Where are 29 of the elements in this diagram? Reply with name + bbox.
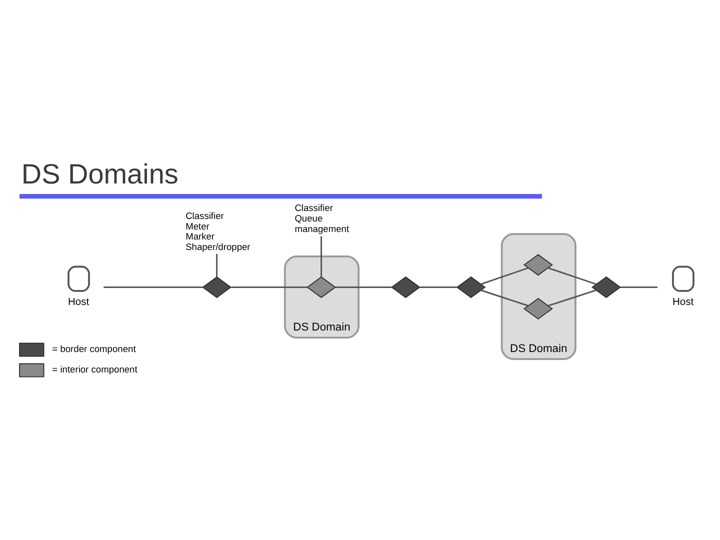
cluster: DS Domain xyxy=(500,233,576,360)
connector xyxy=(335,286,392,288)
node-label: Host xyxy=(672,296,694,308)
connector xyxy=(548,267,596,285)
legend-label: = border component xyxy=(52,344,136,354)
node-box xyxy=(672,266,694,292)
node-box xyxy=(68,266,90,292)
node-diamond xyxy=(523,298,553,320)
diagram-title: DS Domains xyxy=(21,158,178,190)
connector xyxy=(620,286,658,288)
connector xyxy=(231,286,308,288)
connector xyxy=(480,267,528,285)
node-text: Classifier Meter Marker Shaper/dropper xyxy=(186,211,250,252)
connector xyxy=(548,290,596,306)
legend-label: = interior component xyxy=(52,364,138,375)
node-label: Host xyxy=(68,296,90,308)
node-diamond xyxy=(456,276,486,298)
node-diamond xyxy=(202,276,232,298)
connector xyxy=(420,286,457,288)
cluster: DS Domain xyxy=(284,256,360,339)
connector xyxy=(104,286,203,288)
node-diamond xyxy=(591,276,622,298)
connector xyxy=(216,254,218,277)
node-diamond xyxy=(306,276,336,298)
node-diamond xyxy=(523,254,553,276)
node-text: Classifier Queue management xyxy=(294,203,350,234)
node-diamond xyxy=(390,276,420,298)
connector xyxy=(480,290,528,306)
connector xyxy=(320,236,322,277)
